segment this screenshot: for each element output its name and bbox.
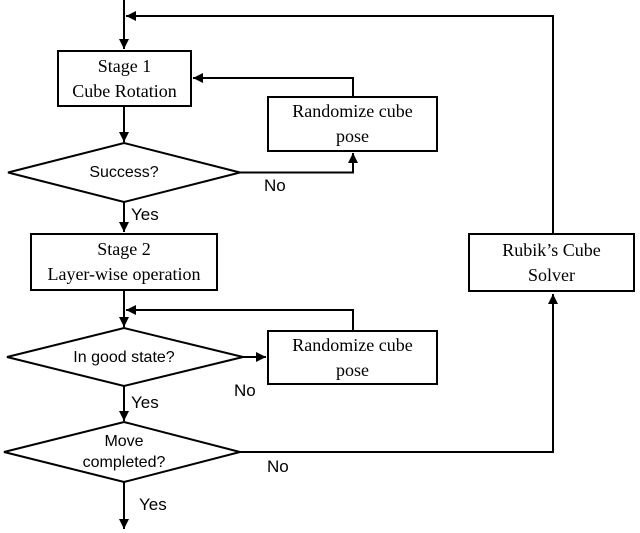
node-rubiks-cube-solver: Rubik’s Cube Solver [468, 233, 635, 292]
decision-goodstate-shape [6, 326, 244, 388]
node-randomize-mid-label-line2: pose [336, 359, 369, 380]
node-stage1-label-line2: Cube Rotation [72, 80, 177, 101]
decision-movecompleted-shape [3, 420, 244, 484]
edge-label-goodstate-no: No [234, 381, 256, 400]
edge-movecompleted-no-to-solver [240, 294, 558, 453]
edge-randomize-top-to-stage1 [193, 73, 354, 96]
decision-goodstate-label: In good state? [73, 349, 175, 366]
edge-solver-top-feedback-to-entry [126, 11, 554, 233]
edge-label-success-yes: Yes [131, 205, 159, 224]
decision-movecompleted-label-line1: Move [104, 433, 144, 450]
edge-label-goodstate-yes: Yes [131, 393, 159, 412]
edge-success-no-to-randomize-top [240, 153, 358, 174]
edge-label-success-no: No [264, 176, 286, 195]
node-randomize-mid-label-line1: Randomize cube [292, 334, 413, 355]
node-randomize-top-label-line2: pose [336, 126, 369, 146]
node-stage1: Stage 1 Cube Rotation [57, 50, 192, 107]
edge-label-movecompleted-no: No [267, 457, 289, 476]
decision-success-label: Success? [89, 164, 159, 181]
node-stage2: Stage 2 Layer-wise operation [30, 233, 218, 291]
edge-randomize-mid-feedback [126, 305, 354, 330]
node-stage1-label-line1: Stage 1 [97, 55, 152, 76]
node-randomize-pose-top: Randomize cube pose [267, 96, 438, 152]
node-randomize-top-label-line1: Randomize cube [292, 101, 413, 121]
decision-movecompleted-label-line2: completed? [82, 454, 166, 471]
decision-success-shape [7, 141, 241, 204]
node-solver-label-line2: Solver [528, 264, 575, 285]
decision-movecompleted-label: Move completed? [24, 431, 224, 473]
node-solver-label-line1: Rubik’s Cube [502, 239, 601, 260]
node-stage2-label-line2: Layer-wise operation [47, 264, 201, 284]
edge-label-movecompleted-yes: Yes [139, 495, 167, 514]
node-stage2-label-line1: Stage 2 [97, 239, 151, 259]
node-randomize-pose-mid: Randomize cube pose [267, 330, 438, 385]
